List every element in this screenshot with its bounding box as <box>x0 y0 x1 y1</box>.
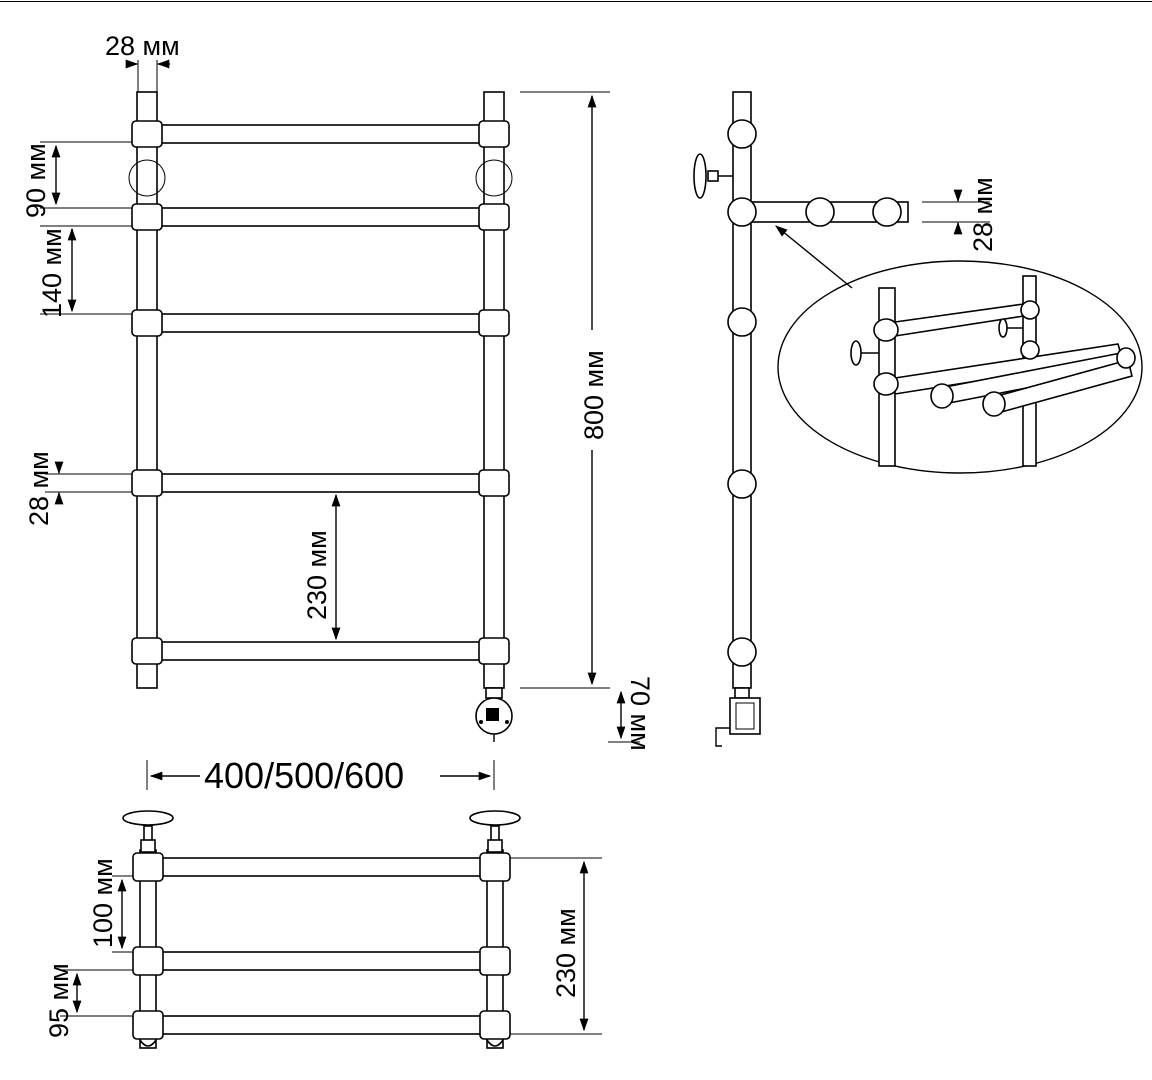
dim-label-top-width: 28 мм <box>105 31 180 61</box>
side-view: 28 мм <box>693 91 998 747</box>
dim-label-100: 100 мм <box>88 858 118 948</box>
dim-label-800: 800 мм <box>579 350 609 440</box>
left-wall-bracket <box>128 159 166 197</box>
front-horizontal-bars <box>154 124 492 661</box>
dim-label-230-depth: 230 мм <box>551 908 581 998</box>
left-upright <box>136 91 158 689</box>
right-upright <box>483 91 505 689</box>
heater-element <box>475 687 513 742</box>
front-view: 28 мм 90 мм 140 мм 28 мм 230 мм 800 мм 7… <box>21 31 655 796</box>
front-joints <box>131 120 510 665</box>
dim-label-230-front: 230 мм <box>302 530 332 620</box>
detail-view <box>777 260 1143 474</box>
side-heater <box>715 687 761 747</box>
detail-leader-arrow <box>775 225 853 289</box>
dim-label-95: 95 мм <box>44 963 74 1038</box>
dim-label-70: 70 мм <box>625 676 655 751</box>
dim-label-width: 400/500/600 <box>204 755 404 796</box>
side-joint-balls <box>727 119 902 667</box>
top-view: 100 мм 95 мм 230 мм <box>44 810 602 1049</box>
side-upright <box>732 91 752 689</box>
detail-ellipse <box>777 260 1143 474</box>
side-wall-mount <box>693 153 733 199</box>
dim-label-side-28: 28 мм <box>968 177 998 252</box>
dim-label-90: 90 мм <box>21 143 51 218</box>
dim-label-bar-28: 28 мм <box>24 451 54 526</box>
top-joints <box>132 852 511 1040</box>
right-wall-bracket <box>475 159 513 197</box>
top-wall-brackets <box>122 810 521 853</box>
dim-label-140: 140 мм <box>37 228 67 318</box>
